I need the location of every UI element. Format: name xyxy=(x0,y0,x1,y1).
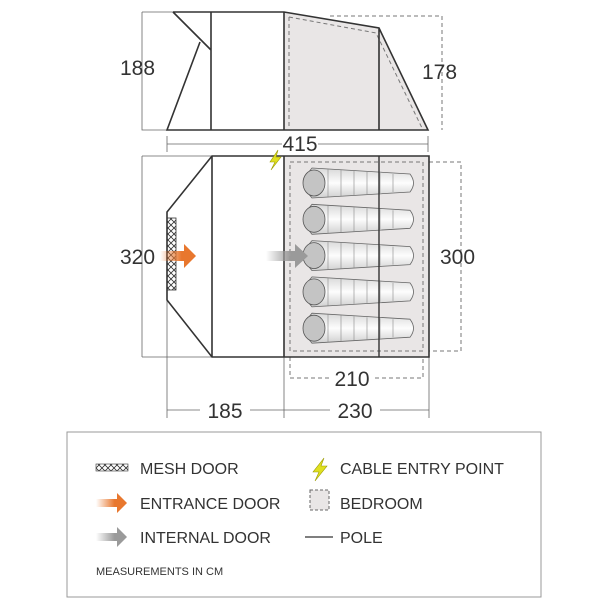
length-dimension-line xyxy=(166,136,429,152)
bedroom-side-fill xyxy=(284,12,428,130)
inner-length-label: 230 xyxy=(337,400,372,423)
total-width-label: 320 xyxy=(120,246,155,269)
side-height-front-label: 188 xyxy=(120,57,155,80)
sleeping-bag-hood xyxy=(302,169,326,197)
legend-box xyxy=(66,431,542,598)
sleeping-bag-hood xyxy=(302,278,326,306)
internal-door-arrow xyxy=(266,244,308,268)
side-height-rear-label: 178 xyxy=(422,61,457,84)
sleeping-bag xyxy=(302,312,414,344)
measurements-note: MEASUREMENTS IN CM xyxy=(96,566,223,578)
cable-entry-icon xyxy=(269,149,282,171)
bedroom-width-label: 300 xyxy=(440,246,475,269)
side-dimension-frame xyxy=(141,11,173,131)
bedroom-length-label: 210 xyxy=(334,368,369,391)
legend: MESH DOOR ENTRANCE DOOR INTERNAL DOOR CA… xyxy=(66,431,542,598)
internal-door-legend-icon xyxy=(96,527,127,547)
legend-internal-door: INTERNAL DOOR xyxy=(140,530,271,547)
sleeping-bag xyxy=(302,167,414,199)
sleeping-bag-hood xyxy=(302,205,326,233)
bedroom-legend-icon xyxy=(309,489,330,511)
legend-pole: POLE xyxy=(340,530,383,547)
side-view: 188 178 415 xyxy=(120,11,457,156)
side-view-outline xyxy=(165,11,430,131)
sleeping-bag-hood xyxy=(302,314,326,342)
entrance-door-arrow xyxy=(160,244,196,268)
sleeping-bag xyxy=(302,276,414,308)
total-length-label: 415 xyxy=(282,133,317,156)
floor-plan: 320 300 210 185 230 xyxy=(120,149,475,423)
bedroom-side-outline xyxy=(288,15,443,130)
porch-length-label: 185 xyxy=(207,400,242,423)
bedroom-extent-dashes xyxy=(289,161,462,379)
legend-bedroom: BEDROOM xyxy=(340,496,423,513)
sleeping-bag xyxy=(302,240,414,272)
cable-entry-legend-icon xyxy=(312,457,328,482)
legend-cable-entry: CABLE ENTRY POINT xyxy=(340,461,504,478)
sleeping-bags xyxy=(302,167,414,344)
legend-entrance-door: ENTRANCE DOOR xyxy=(140,496,280,513)
mesh-door-legend-icon xyxy=(95,463,129,472)
legend-mesh-door: MESH DOOR xyxy=(140,461,239,478)
entrance-door-legend-icon xyxy=(96,493,127,513)
floor-dimension-lines xyxy=(141,155,430,418)
sleeping-bag xyxy=(302,203,414,235)
